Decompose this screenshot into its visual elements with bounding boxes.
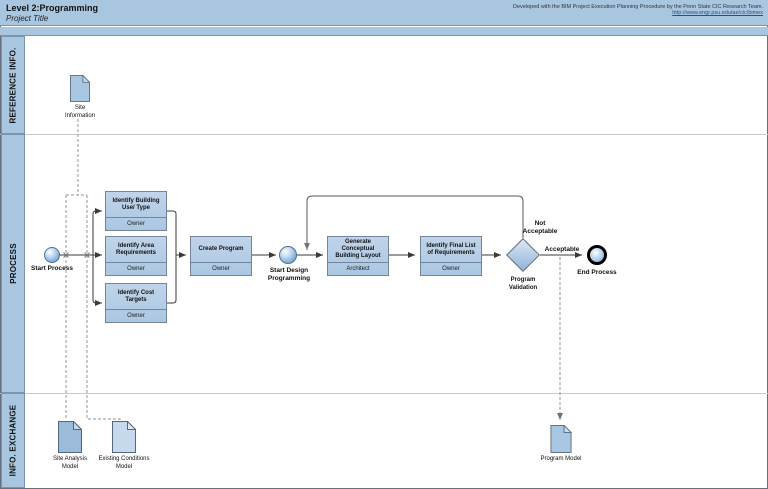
lane-divider: [0, 134, 768, 135]
document-icon: [70, 74, 91, 102]
existing-conditions-model-label: Existing Conditions Model: [98, 456, 150, 470]
lane-process: PROCESS: [1, 134, 25, 393]
lane-reference-info-label: REFERENCE INFO.: [8, 47, 18, 123]
lane-divider: [0, 393, 768, 394]
document-icon: [550, 424, 573, 453]
task-identify-building-use[interactable]: Identify Building Use/ Type Owner: [105, 191, 167, 231]
task-create-program[interactable]: Create Program Owner: [190, 236, 252, 276]
task-title: Identify Building Use/ Type: [112, 197, 160, 211]
task-title: Identify Area Requirements: [115, 242, 156, 256]
task-identify-final-list[interactable]: Identify Final List of Requirements Owne…: [420, 236, 482, 276]
task-role: Owner: [106, 217, 166, 230]
site-analysis-model-label: Site Analysis Model: [52, 456, 88, 470]
program-model-doc[interactable]: [550, 424, 573, 453]
task-identify-cost-targets[interactable]: Identify Cost Targets Owner: [105, 283, 167, 323]
credit-link[interactable]: http://www.engr.psu.edu/ae/cic/bimex: [672, 10, 763, 16]
start-process-label: Start Process: [31, 265, 73, 272]
credit-block: Developed with the BIM Project Execution…: [513, 4, 763, 16]
end-process-label: End Process: [577, 269, 617, 276]
lane-info-exchange: INFO. EXCHANGE: [1, 393, 25, 488]
task-role: Owner: [106, 309, 166, 322]
credit-text: Developed with the BIM Project Execution…: [513, 4, 763, 10]
task-role: Owner: [421, 262, 481, 275]
task-title: Identify Final List of Requirements: [426, 242, 476, 256]
task-role: Owner: [191, 262, 251, 275]
document-icon: [112, 420, 137, 453]
start-design-programming-label: Start Design Programming: [267, 267, 311, 282]
header: Level 2:Programming Project Title Develo…: [0, 0, 768, 26]
task-role: Owner: [106, 262, 166, 275]
task-role: Architect: [328, 262, 388, 275]
document-icon: [58, 420, 83, 453]
header-spacer-band: [0, 27, 768, 36]
start-design-programming-event[interactable]: [279, 246, 297, 264]
task-title: Identify Cost Targets: [117, 289, 155, 303]
task-title: Create Program: [198, 246, 244, 252]
lane-reference-info: REFERENCE INFO.: [1, 36, 25, 134]
end-process-event[interactable]: [587, 245, 607, 265]
program-validation-label: Program Validation: [508, 277, 538, 291]
task-title: Generate Conceptual Building Layout: [335, 239, 381, 259]
existing-conditions-model-doc[interactable]: [112, 420, 137, 453]
site-information-label: Site Information: [64, 105, 95, 119]
page-title: Level 2:Programming: [6, 3, 99, 13]
edge-label-acceptable: Acceptable: [544, 246, 580, 253]
start-process-event[interactable]: [44, 247, 60, 263]
task-generate-conceptual-layout[interactable]: Generate Conceptual Building Layout Arch…: [327, 236, 389, 276]
site-information-doc[interactable]: [70, 74, 91, 102]
lane-info-exchange-label: INFO. EXCHANGE: [8, 404, 18, 477]
page-subtitle: Project Title: [6, 14, 49, 23]
edge-label-not-acceptable: Not Acceptable: [522, 220, 558, 235]
task-identify-area-requirements[interactable]: Identify Area Requirements Owner: [105, 236, 167, 276]
program-model-label: Program Model: [540, 456, 582, 462]
site-analysis-model-doc[interactable]: [58, 420, 83, 453]
lane-process-label: PROCESS: [8, 243, 18, 284]
